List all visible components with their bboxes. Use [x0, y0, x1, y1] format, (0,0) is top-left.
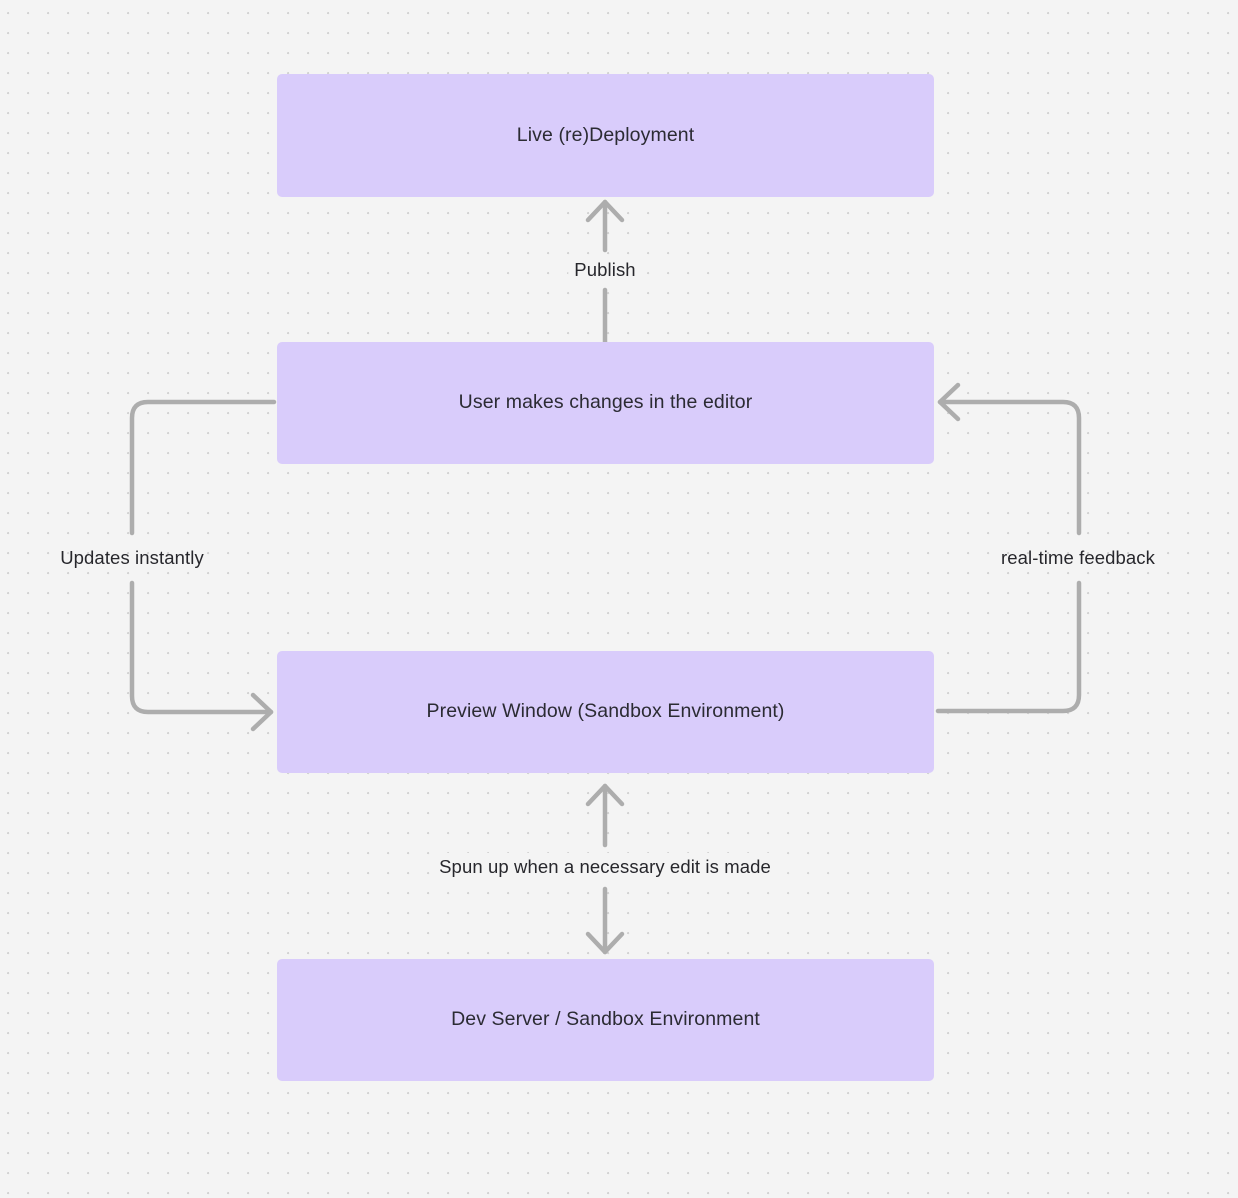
edge-real-time-feedback-upper [937, 399, 1082, 536]
node-preview-window[interactable]: Preview Window (Sandbox Environment) [277, 651, 934, 773]
edge-spun-up-up-arrowhead [585, 783, 625, 807]
edge-label-publish: Publish [568, 256, 642, 284]
edge-real-time-feedback-arrowhead [937, 382, 961, 422]
edge-label-updates-instantly: Updates instantly [60, 547, 204, 568]
node-user-makes-changes[interactable]: User makes changes in the editor [277, 342, 934, 464]
edge-spun-up-down-arrowhead [585, 931, 625, 955]
edge-updates-instantly-arrowhead [250, 692, 274, 732]
edge-real-time-feedback-lower [935, 580, 1082, 714]
edge-updates-instantly-lower [129, 580, 274, 715]
edge-updates-instantly-upper [129, 399, 277, 536]
node-label-user-makes-changes: User makes changes in the editor [458, 391, 753, 414]
node-label-live-redeployment: Live (re)Deployment [516, 123, 695, 146]
edge-publish-arrowhead [585, 199, 625, 223]
edge-label-spun-up: Spun up when a necessary edit is made [433, 853, 777, 881]
node-label-dev-server: Dev Server / Sandbox Environment [451, 1008, 760, 1031]
node-live-redeployment[interactable]: Live (re)Deployment [277, 74, 934, 197]
edge-label-real-time-feedback: real-time feedback [1001, 547, 1155, 568]
node-label-preview-window: Preview Window (Sandbox Environment) [426, 700, 785, 723]
node-dev-server[interactable]: Dev Server / Sandbox Environment [277, 959, 934, 1081]
